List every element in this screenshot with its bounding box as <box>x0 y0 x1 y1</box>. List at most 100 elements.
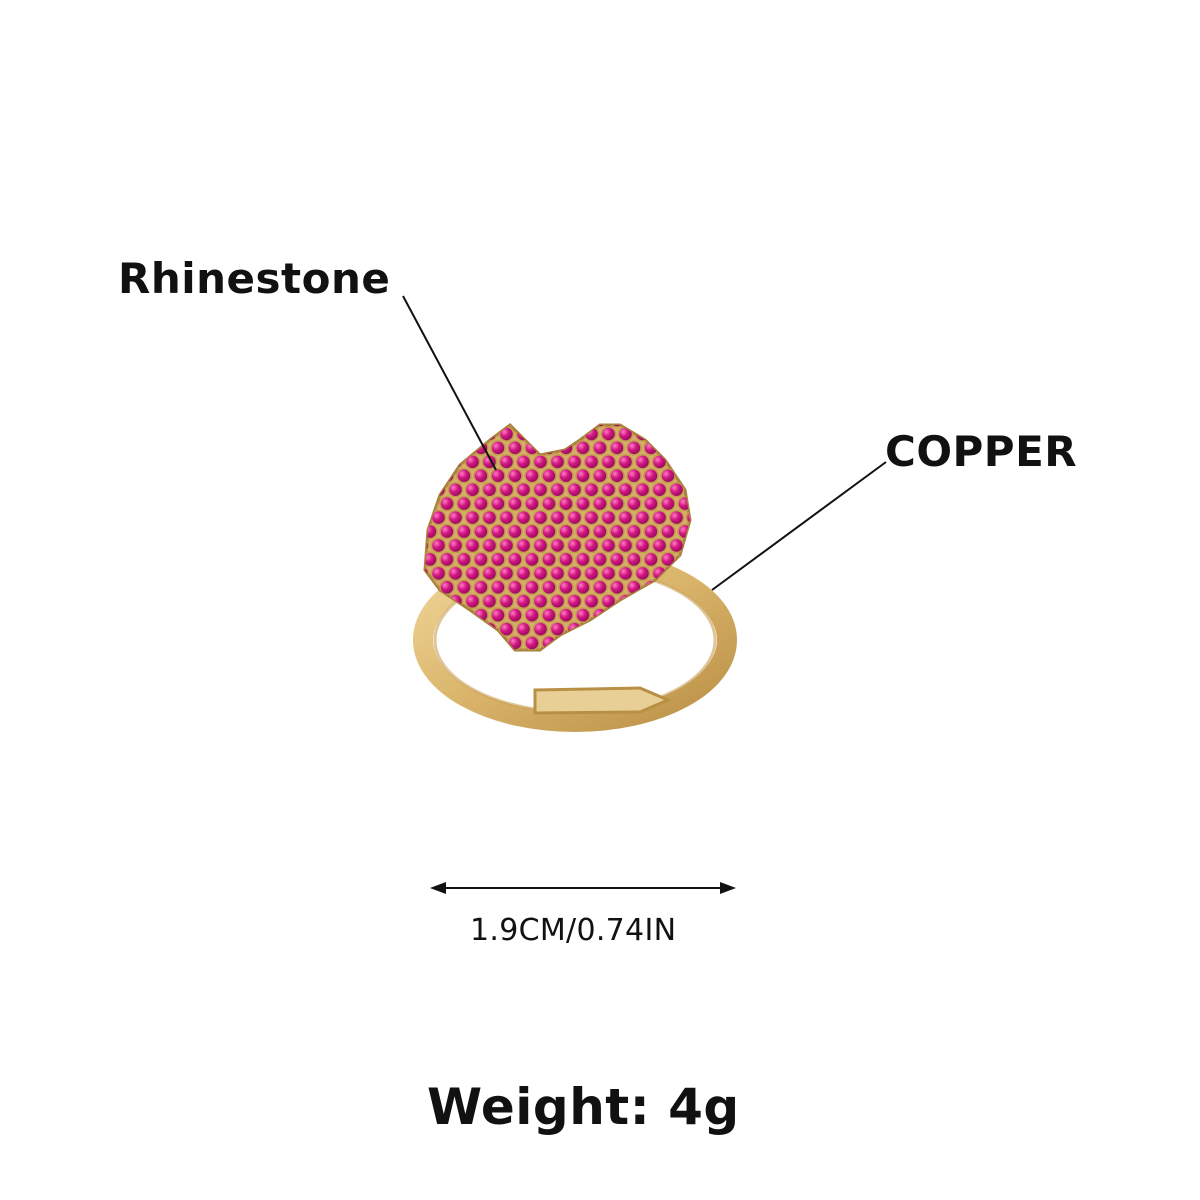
rhinestone <box>566 481 583 498</box>
rhinestone <box>425 481 430 498</box>
rhinestone <box>643 635 659 650</box>
rhinestone <box>447 481 464 498</box>
rhinestone <box>575 579 591 596</box>
rhinestone <box>592 523 608 540</box>
rhinestone <box>634 593 651 609</box>
rhinestone <box>634 649 651 650</box>
rhinestone <box>464 481 481 498</box>
rhinestone <box>549 565 566 582</box>
rhinestone <box>668 593 685 609</box>
rhinestone <box>532 481 549 498</box>
rhinestone <box>473 468 489 484</box>
rhinestone <box>609 607 625 623</box>
rhinestone <box>532 593 549 609</box>
rhinestone <box>677 440 690 456</box>
rhinestone <box>634 481 651 498</box>
rhinestone <box>592 635 608 650</box>
rhinestone <box>677 635 690 650</box>
rhinestone <box>626 635 642 650</box>
rhinestone <box>660 551 676 568</box>
rhinestone <box>634 509 651 526</box>
rhinestone <box>507 495 523 512</box>
rhinestone <box>651 426 668 442</box>
rhinestone <box>515 649 532 650</box>
rhinestone <box>677 495 690 512</box>
rhinestone <box>498 565 515 582</box>
rhinestone <box>583 454 600 470</box>
rhinestone <box>592 440 608 456</box>
rhinestone <box>430 537 447 554</box>
rhinestone <box>425 537 430 554</box>
rhinestone <box>609 579 625 596</box>
rhinestone <box>515 454 532 470</box>
rhinestone <box>439 551 455 568</box>
rhinestone <box>473 425 489 428</box>
rhinestone <box>456 523 472 540</box>
rhinestone <box>566 649 583 650</box>
rhinestone <box>626 607 642 623</box>
rhinestone <box>685 649 690 650</box>
rhinestone <box>685 537 690 554</box>
rhinestone <box>566 454 583 470</box>
rhinestone <box>617 649 634 650</box>
rhinestone <box>583 649 600 650</box>
rhinestone <box>609 425 625 428</box>
rhinestone <box>456 551 472 568</box>
rhinestone <box>575 523 591 540</box>
rhinestone <box>515 565 532 582</box>
rhinestone <box>515 481 532 498</box>
dimension-label: 1.9CM/0.74IN <box>470 913 677 948</box>
rhinestone <box>660 440 676 456</box>
rhinestone <box>507 635 523 650</box>
rhinestone <box>685 454 690 470</box>
rhinestone <box>439 635 455 650</box>
rhinestone <box>456 635 472 650</box>
rhinestone <box>600 621 617 637</box>
rhinestone <box>549 537 566 554</box>
rhinestone <box>600 426 617 442</box>
rhinestone <box>549 621 566 637</box>
rhinestone <box>600 509 617 526</box>
rhinestone <box>575 607 591 623</box>
rhinestone <box>660 468 676 484</box>
rhinestone <box>541 607 557 623</box>
rhinestone <box>549 649 566 650</box>
rhinestone <box>643 551 659 568</box>
rhinestone <box>566 537 583 554</box>
rhinestone <box>558 551 574 568</box>
rhinestone <box>425 579 438 596</box>
rhinestone <box>583 621 600 637</box>
rhinestone <box>634 537 651 554</box>
rhinestone <box>490 551 506 568</box>
rhinestone <box>439 579 455 596</box>
rhinestone <box>617 426 634 442</box>
rhinestone <box>524 579 540 596</box>
rhinestone <box>447 621 464 637</box>
rhinestone <box>609 635 625 650</box>
rhinestone <box>566 593 583 609</box>
rhinestone <box>430 426 447 442</box>
rhinestone <box>524 425 540 428</box>
rhinestone <box>447 565 464 582</box>
rhinestone <box>498 426 515 442</box>
rhinestone <box>481 509 498 526</box>
rhinestone <box>498 481 515 498</box>
rhinestone <box>447 537 464 554</box>
rhinestone <box>549 426 566 442</box>
rhinestone <box>524 551 540 568</box>
rhinestone <box>439 523 455 540</box>
rhinestone <box>456 440 472 456</box>
rhinestone <box>425 426 430 442</box>
rhinestone <box>425 551 438 568</box>
rhinestone <box>600 454 617 470</box>
rhinestone <box>456 468 472 484</box>
rhinestone <box>532 649 549 650</box>
rhinestone <box>473 551 489 568</box>
rhinestone <box>481 481 498 498</box>
rhinestone <box>575 425 591 428</box>
rhinestone <box>626 551 642 568</box>
rhinestone <box>626 495 642 512</box>
rhinestone <box>524 635 540 650</box>
rhinestone <box>498 454 515 470</box>
rhinestone <box>507 579 523 596</box>
